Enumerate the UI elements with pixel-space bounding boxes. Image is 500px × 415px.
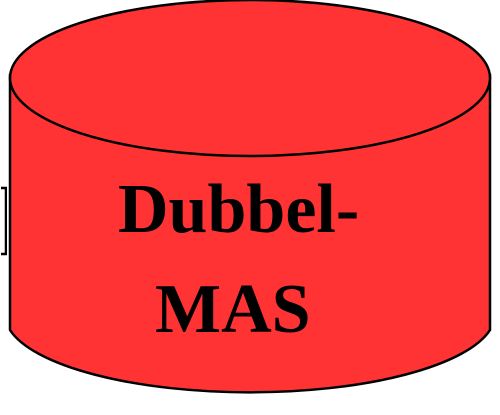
cylinder-label-line-1: Dubbel-: [118, 171, 359, 248]
cylinder-top-ellipse: [8, 0, 492, 158]
left-edge-fragment: [1, 186, 7, 256]
cylinder-label-line-2: MAS: [155, 271, 311, 348]
